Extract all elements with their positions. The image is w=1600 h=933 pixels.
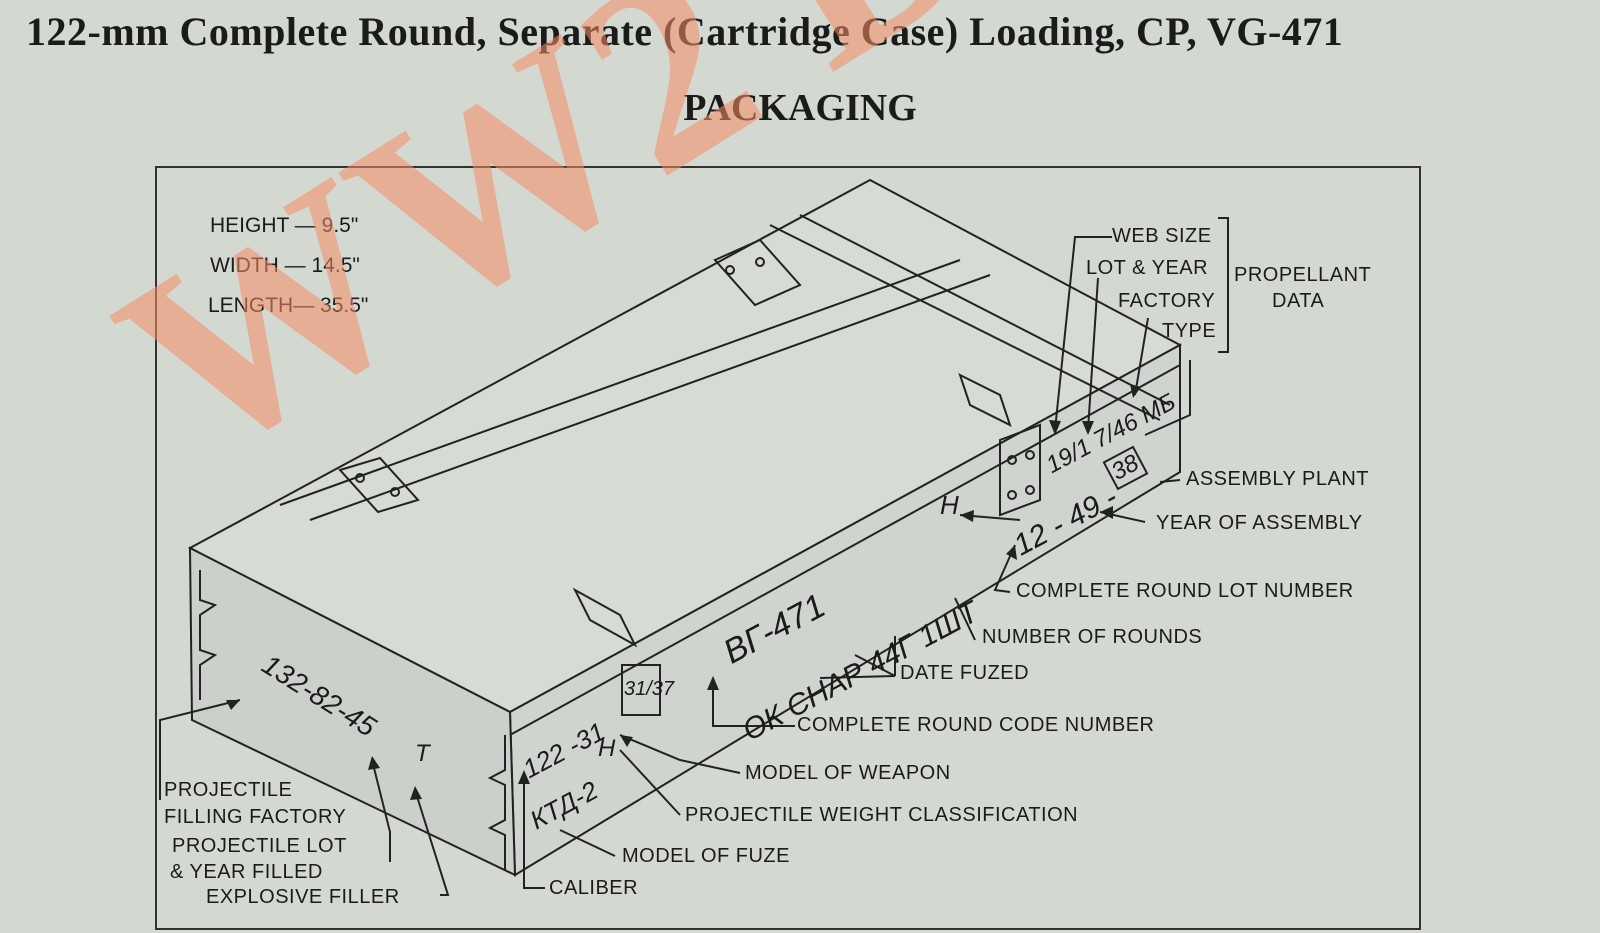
dimension-width-label: WIDTH xyxy=(210,254,279,277)
dimension-width: WIDTH — 14.5" xyxy=(210,254,360,277)
label-projectile-weight-classification: PROJECTILE WEIGHT CLASSIFICATION xyxy=(685,804,1079,826)
label-projectile-lot: PROJECTILE LOT xyxy=(172,835,347,857)
label-caliber: CALIBER xyxy=(549,877,639,899)
page-title: 122-mm Complete Round, Separate (Cartrid… xyxy=(26,9,1344,54)
section-title: PACKAGING xyxy=(683,87,917,129)
label-complete-round-code-number: COMPLETE ROUND CODE NUMBER xyxy=(797,714,1155,736)
dimension-length-label: LENGTH xyxy=(208,294,294,317)
label-explosive-filler: EXPLOSIVE FILLER xyxy=(206,886,400,908)
label-propellant: PROPELLANT xyxy=(1234,264,1372,286)
label-year-filled: & YEAR FILLED xyxy=(170,861,323,883)
stencil-weight-h: H xyxy=(940,490,959,520)
label-model-of-weapon: MODEL OF WEAPON xyxy=(745,762,951,784)
label-complete-round-lot-number: COMPLETE ROUND LOT NUMBER xyxy=(1016,580,1354,602)
label-assembly-plant: ASSEMBLY PLANT xyxy=(1186,468,1369,490)
label-type: TYPE xyxy=(1162,320,1217,342)
dimension-height: HEIGHT — 9.5" xyxy=(210,214,359,237)
diagram-frame xyxy=(155,166,1421,930)
stencil-end-box: 31/37 xyxy=(624,678,675,700)
label-year-of-assembly: YEAR OF ASSEMBLY xyxy=(1156,512,1363,534)
label-model-of-fuze: MODEL OF FUZE xyxy=(622,845,790,867)
dimension-width-value: 14.5" xyxy=(311,254,360,277)
label-web-size: WEB SIZE xyxy=(1112,225,1212,247)
label-projectile-line1: PROJECTILE xyxy=(164,779,293,801)
dimension-height-label: HEIGHT xyxy=(210,214,289,237)
dimension-length-value: 35.5" xyxy=(320,294,369,317)
label-date-fuzed: DATE FUZED xyxy=(900,662,1030,684)
label-filling-factory: FILLING FACTORY xyxy=(164,806,347,828)
stencil-filler: T xyxy=(415,740,430,767)
stencil-end-h: H xyxy=(598,735,616,762)
dimension-length: LENGTH— 35.5" xyxy=(208,294,369,317)
crate-end xyxy=(188,546,517,877)
label-number-of-rounds: NUMBER OF ROUNDS xyxy=(982,626,1203,648)
label-lot-year: LOT & YEAR xyxy=(1086,257,1209,279)
label-factory: FACTORY xyxy=(1118,290,1216,312)
label-data: DATA xyxy=(1272,290,1325,312)
dimension-height-value: 9.5" xyxy=(321,214,359,237)
